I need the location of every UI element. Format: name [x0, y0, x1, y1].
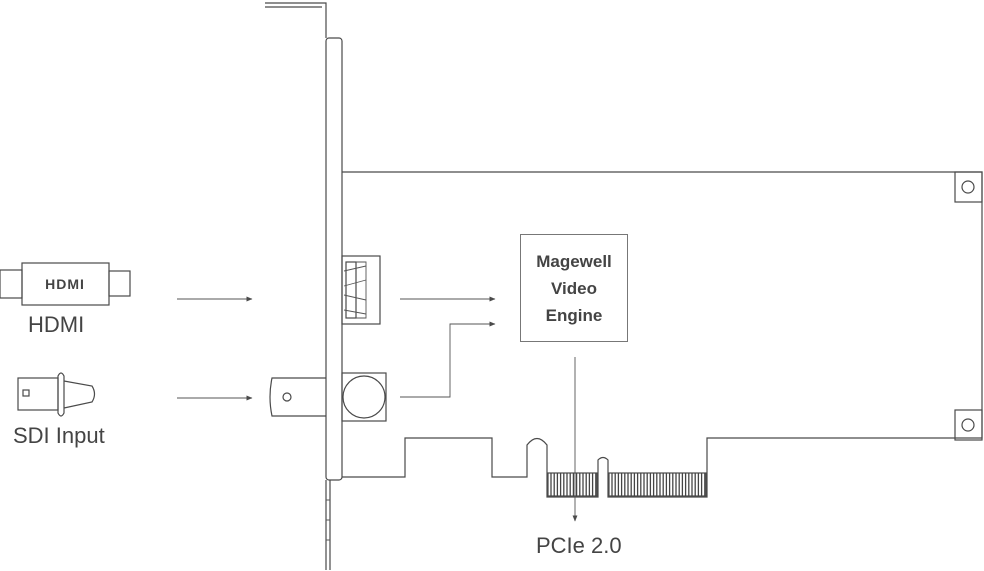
mount-hole-bottom — [954, 409, 983, 441]
engine-line-3: Engine — [545, 305, 603, 325]
signal-arrows — [177, 296, 578, 522]
sdi-input-label: SDI Input — [13, 423, 105, 448]
pcb-board — [342, 171, 983, 498]
pcie-label: PCIe 2.0 — [536, 533, 622, 558]
sdi-bnc-port — [269, 372, 387, 422]
pcie-gold-fingers — [547, 472, 707, 497]
hdmi-label: HDMI — [28, 312, 85, 337]
sdi-to-engine-arrow — [400, 321, 496, 398]
hdmi-logo-text: HDMI — [45, 276, 85, 292]
mounting-bracket — [265, 2, 343, 570]
mount-hole-top — [954, 171, 983, 203]
hdmi-port — [341, 255, 381, 325]
sdi-bnc-connector-icon — [17, 372, 96, 417]
engine-line-1: Magewell — [536, 251, 612, 271]
hdmi-connector-icon: HDMI — [0, 262, 131, 306]
video-engine-chip: Magewell Video Engine — [520, 234, 628, 342]
engine-line-2: Video — [551, 278, 597, 298]
